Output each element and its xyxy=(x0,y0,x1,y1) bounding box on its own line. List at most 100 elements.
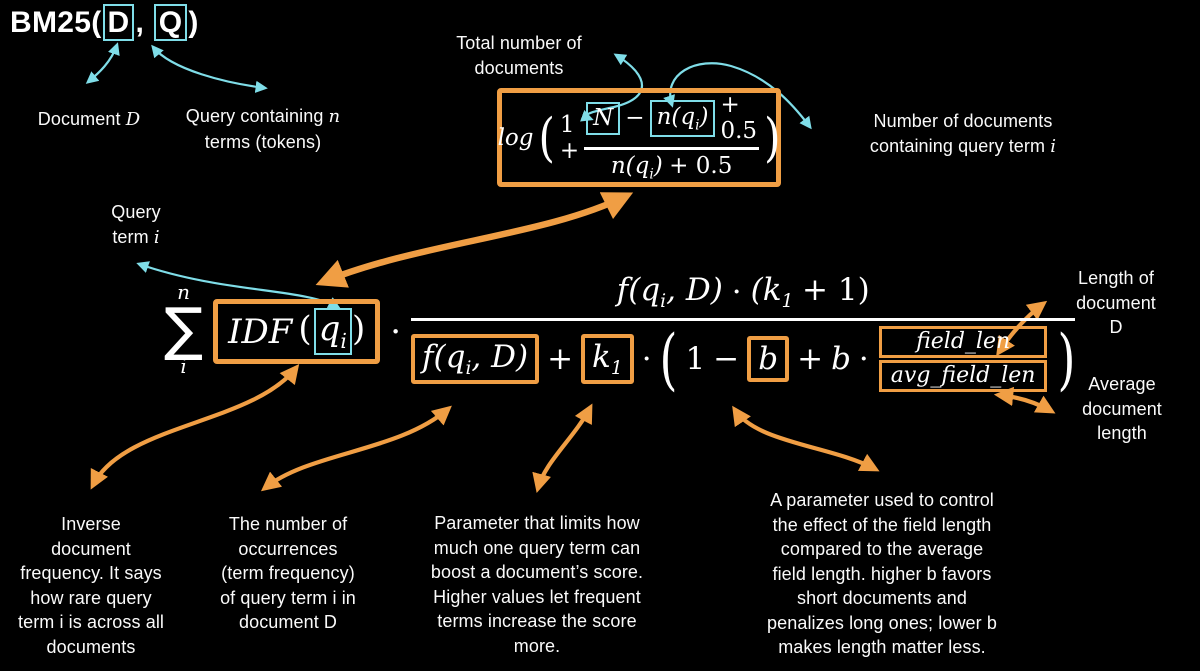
multiply-dot: · xyxy=(858,340,869,377)
log-token: log xyxy=(497,124,534,151)
label-line: document xyxy=(1082,398,1162,419)
label-text: Document xyxy=(37,109,121,129)
label-line: Query xyxy=(111,202,161,222)
tf-box: f(qi, D) xyxy=(411,333,540,384)
label-var: D xyxy=(125,109,141,130)
tf-term: f(qi, D) xyxy=(616,272,723,313)
fraction-bar xyxy=(411,318,1076,321)
label-tf-explanation: The number of occurrences (term frequenc… xyxy=(194,512,382,635)
title-prefix: BM25( xyxy=(10,6,102,39)
label-line: more. xyxy=(513,635,561,656)
arrow-k1-to-explanation xyxy=(532,403,593,493)
plus-token: + xyxy=(547,340,574,377)
open-paren: ( xyxy=(659,319,678,398)
label-document-d: Document D xyxy=(14,107,164,133)
label-line: terms (tokens) xyxy=(204,131,322,152)
label-line: compared to the average xyxy=(780,539,984,559)
title-document-var-box: D xyxy=(102,4,135,41)
plus-half-token: + 0.5 xyxy=(720,92,758,145)
label-query-term-i: Query term i xyxy=(92,200,180,250)
field-len-box: field_len xyxy=(878,325,1048,358)
idf-fraction-numerator: N − n(qi) + 0.5 xyxy=(584,92,759,147)
label-line: containing query term i xyxy=(869,135,1057,157)
label-k1-explanation: Parameter that limits how much one query… xyxy=(408,511,666,658)
arrow-idfbox-to-mainformula xyxy=(315,192,634,288)
idf-term-box: IDF (qi) xyxy=(213,299,381,365)
bm25-main-formula: n ∑ i IDF (qi) · f(qi, D) · (k1 + 1) f(q… xyxy=(164,272,1076,398)
label-total-docs: Total number of documents xyxy=(438,31,600,80)
idf-open-paren: ( xyxy=(298,309,312,350)
fraction-bar xyxy=(584,147,760,150)
multiply-dot: · xyxy=(641,340,652,377)
b-var: b xyxy=(831,340,851,377)
label-line: occurrences xyxy=(238,538,338,559)
idf-formula-box: log ( 1 + N − n(qi) + 0.5 n(qi) + 0.5 ) xyxy=(497,88,781,187)
idf-close-paren: ) xyxy=(351,309,366,350)
close-paren: ) xyxy=(764,106,781,168)
label-line: document D xyxy=(238,612,338,632)
field-length-fraction: field_len avg_field_len xyxy=(878,325,1048,392)
label-line: The number of xyxy=(228,514,348,534)
label-line: Average xyxy=(1088,374,1156,394)
label-line: Number of documents xyxy=(873,111,1053,131)
label-line: document xyxy=(1076,292,1156,313)
label-line: how rare query xyxy=(30,587,152,608)
k1-plus-one-term: (k1 + 1) xyxy=(750,272,870,313)
sum-lower-bound: i xyxy=(180,353,187,378)
avg-field-len-box: avg_field_len xyxy=(878,359,1048,392)
label-line: Total number of xyxy=(456,33,582,53)
main-fraction: f(qi, D) · (k1 + 1) f(qi, D) + k1 · ( 1 … xyxy=(411,272,1076,398)
label-line: (term frequency) xyxy=(221,563,355,583)
open-paren: ( xyxy=(538,106,555,168)
label-doc-length: Length of document D xyxy=(1040,266,1192,340)
label-query-terms: Query containing n terms (tokens) xyxy=(168,104,358,154)
multiply-dot: · xyxy=(731,274,742,311)
minus-token: − xyxy=(713,340,740,377)
summation-symbol: n ∑ i xyxy=(164,282,203,376)
label-line: Length of xyxy=(1078,268,1154,288)
idf-fraction: N − n(qi) + 0.5 n(qi) + 0.5 xyxy=(584,92,760,183)
label-line: term i xyxy=(112,226,160,248)
plus-token: + xyxy=(797,340,824,377)
label-line: length xyxy=(1097,423,1147,443)
idf-fraction-denominator: n(qi) + 0.5 xyxy=(610,152,733,183)
arrow-tf-to-explanation xyxy=(260,405,452,492)
main-fraction-numerator: f(qi, D) · (k1 + 1) xyxy=(607,272,880,318)
sum-upper-bound: n xyxy=(177,279,190,304)
label-line: Inverse xyxy=(61,514,121,534)
label-line: makes length matter less. xyxy=(778,637,986,657)
label-line: of query term i in xyxy=(220,587,356,608)
label-b-explanation: A parameter used to control the effect o… xyxy=(740,488,1024,660)
label-line: documents xyxy=(46,636,136,657)
title-query-var-box: Q xyxy=(153,4,188,41)
arrow-title-q-to-query xyxy=(151,44,268,93)
label-line: short documents and xyxy=(797,588,967,608)
label-line: document xyxy=(51,538,131,559)
main-fraction-denominator: f(qi, D) + k1 · ( 1 − b + b · field_len … xyxy=(411,319,1076,398)
nqi-var-box: n(qi) xyxy=(649,99,716,138)
label-line: documents xyxy=(474,57,564,78)
idf-label: IDF xyxy=(228,311,293,352)
arrow-title-d-to-document xyxy=(85,42,120,84)
label-line: term i is across all xyxy=(17,612,165,632)
label-docs-containing: Number of documents containing query ter… xyxy=(843,109,1083,159)
k1-box: k1 xyxy=(581,333,634,384)
title-close: ) xyxy=(188,6,199,39)
label-line: Higher values let frequent xyxy=(433,586,641,607)
minus-token: − xyxy=(625,105,645,132)
label-line: field length. higher b favors xyxy=(772,563,992,584)
arrow-avgfieldlen-to-avglength xyxy=(993,386,1056,414)
label-line: Query containing n xyxy=(185,106,341,127)
close-paren: ) xyxy=(1057,319,1076,398)
sigma-glyph: ∑ xyxy=(164,294,204,363)
label-avg-doc-length: Average document length xyxy=(1046,372,1198,446)
arrow-b-to-explanation xyxy=(732,405,880,472)
label-line: penalizes long ones; lower b xyxy=(767,612,997,633)
one-token: 1 xyxy=(685,340,706,377)
b-box: b xyxy=(747,335,790,382)
N-var-box: N xyxy=(586,102,621,135)
label-idf-explanation: Inverse document frequency. It says how … xyxy=(0,512,182,659)
label-line: the effect of the field length xyxy=(772,514,992,535)
label-line: A parameter used to control xyxy=(770,490,994,510)
